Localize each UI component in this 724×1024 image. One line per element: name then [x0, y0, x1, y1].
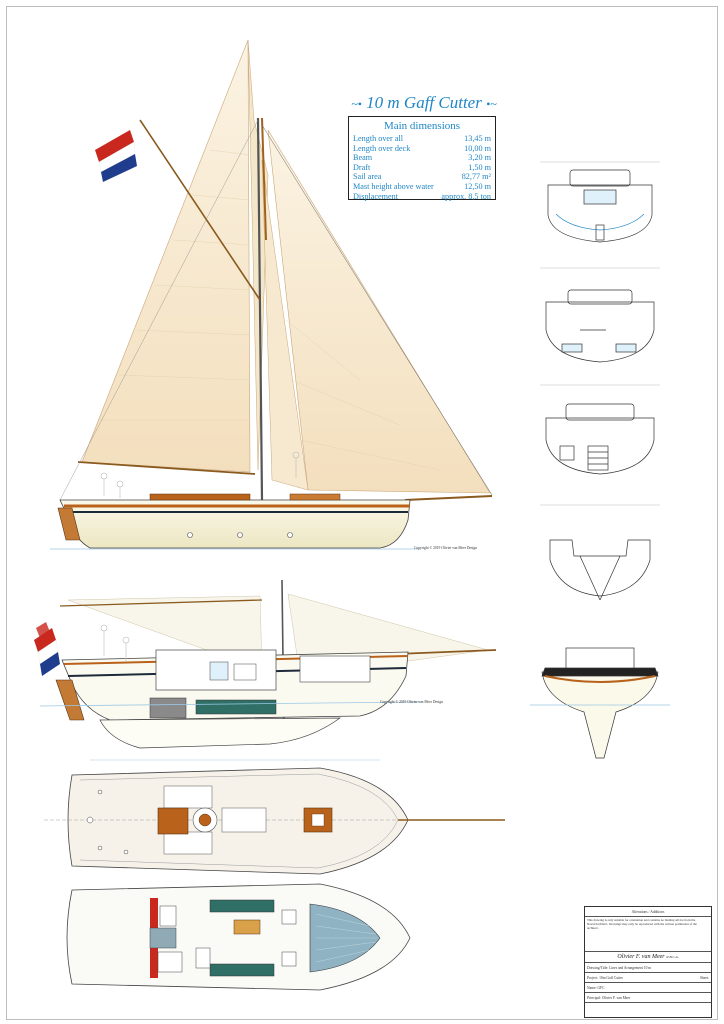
boom — [77, 461, 256, 475]
mast — [256, 117, 264, 501]
accommodation-plan — [66, 883, 411, 991]
topsail — [247, 39, 269, 471]
dutch-flag-icon-2 — [34, 622, 60, 676]
alterations-header: Alterations / Additions — [631, 909, 665, 914]
cross-sections — [530, 161, 670, 759]
drawing-title-row: Drawing/Title: Lines and Arrangement 10 … — [585, 962, 711, 972]
rudder — [57, 507, 81, 541]
disclaimer-text: This drawing is only suitable for orient… — [585, 916, 711, 951]
copyright-main: Copyright © 2019 Olivier van Meer Design — [414, 546, 478, 550]
title-block: Alterations / Additions This drawing is … — [584, 906, 712, 1018]
staysail — [261, 159, 309, 491]
bowsprit — [404, 495, 493, 501]
arrangement-profile — [34, 579, 497, 761]
deck-plan — [44, 767, 505, 875]
sheet-frame — [6, 6, 718, 1020]
copyright-section: Copyright © 2019 Olivier van Meer Design — [380, 700, 444, 704]
stamp-footer-row — [585, 1002, 711, 1011]
gaff — [139, 119, 261, 301]
topmast — [261, 117, 267, 241]
dutch-flag-icon — [95, 130, 137, 182]
drawing-title: ~• 10 m Gaff Cutter •~ — [351, 93, 497, 112]
principal-row: Principal: Olivier F. van Meer — [585, 992, 711, 1002]
designer-logo: Olivier F. van Meer N.B.C.A. — [585, 951, 711, 962]
title-text: 10 m Gaff Cutter — [366, 93, 482, 112]
name-row: Name: GFC — [585, 982, 711, 992]
mainsail — [81, 39, 251, 473]
dimensions-heading: Main dimensions — [383, 120, 461, 132]
sail-plan — [50, 39, 493, 550]
